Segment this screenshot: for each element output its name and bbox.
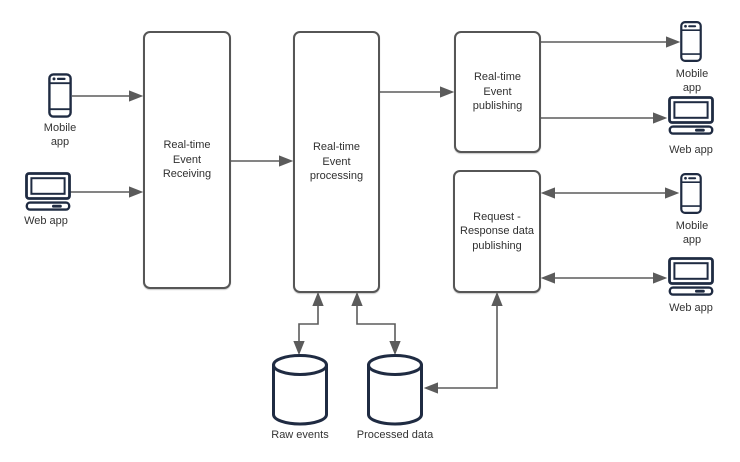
desktop-computer-icon [668,257,714,296]
edge-request-response-processed [423,291,503,394]
processed-data-label: Processed data [356,429,434,441]
mobile-phone-icon [680,21,702,62]
web-app-top-right-label: Web app [669,144,713,156]
edge-processing-raw-events [293,291,324,356]
node-realtime-event-receiving: Real-time Event Receiving [143,31,231,289]
node-realtime-event-publishing: Real-time Event publishing [454,31,541,153]
node-realtime-event-publishing-label: Real-time Event publishing [472,71,523,113]
mobile-phone-icon [680,173,702,214]
processed-data-cylinder-icon [367,354,423,426]
node-request-response-data-publishing-label: Request - Response data publishing [460,210,534,252]
edge-processing-processed-data [351,291,401,356]
node-realtime-event-processing: Real-time Event processing [293,31,380,293]
web-app-left-label: Web app [24,215,68,227]
desktop-computer-icon [668,96,714,135]
node-realtime-event-receiving-label: Real-time Event Receiving [162,139,212,181]
raw-events-cylinder-icon [272,354,328,426]
node-realtime-event-processing-label: Real-time Event processing [309,141,364,183]
raw-events-label: Raw events [271,429,329,441]
mobile-app-left-label: Mobile app [43,122,77,148]
web-app-bottom-right-label: Web app [669,302,713,314]
desktop-computer-icon [25,172,71,211]
node-request-response-data-publishing: Request - Response data publishing [453,170,541,293]
mobile-app-bottom-right-label: Mobile app [675,220,709,246]
mobile-phone-icon [48,73,72,118]
mobile-app-top-right-label: Mobile app [675,68,709,94]
